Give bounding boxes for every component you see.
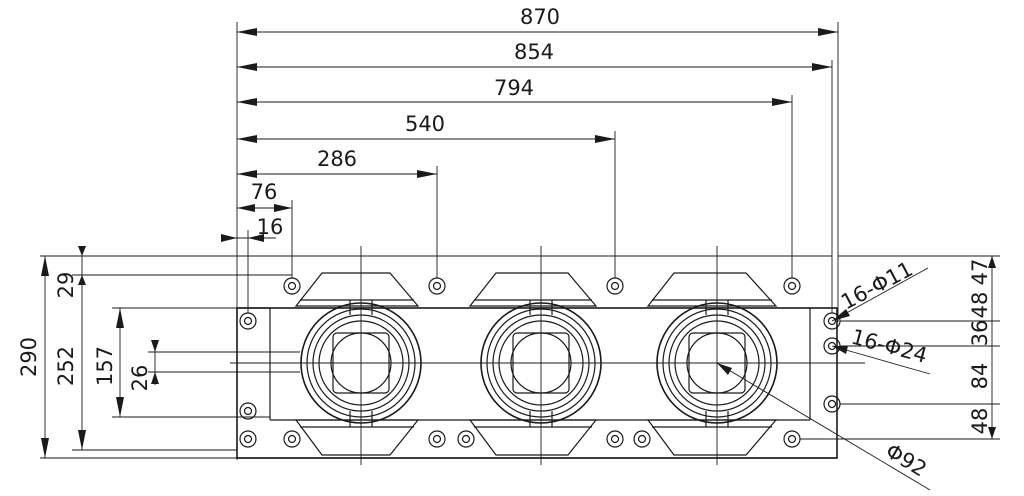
hole-bottom-4: [457, 430, 475, 448]
dim-290: 290: [17, 337, 41, 377]
dim-540: 540: [405, 112, 445, 136]
dim-26: 26: [128, 365, 152, 392]
dim-16: 16: [257, 215, 284, 239]
dim-47: 47: [968, 259, 992, 286]
hole-bottom-3: [428, 430, 446, 448]
hole-left-2: [239, 402, 257, 420]
left-dimension-lines: [40, 246, 832, 459]
dim-286: 286: [317, 147, 357, 171]
hole-bottom-2: [283, 430, 301, 448]
hole-bottom-7: [783, 430, 801, 448]
bottom-brackets: [294, 419, 778, 456]
hole-top-2: [428, 277, 446, 295]
dim-84: 84: [968, 363, 992, 390]
right-dimension-lines: [800, 255, 1000, 440]
callout-leaders: [716, 267, 931, 491]
dim-29: 29: [54, 272, 78, 299]
callout-large-holes: 16-Φ24: [849, 325, 930, 368]
hole-bottom-5: [606, 430, 624, 448]
callout-port-diameter: Φ92: [881, 439, 930, 482]
centre-lines: [230, 246, 865, 465]
hole-left-1: [239, 312, 257, 330]
dim-854: 854: [514, 40, 554, 64]
callout-small-holes: 16-Φ11: [837, 257, 917, 315]
right-dimension-labels: 47 48 36 84 48: [968, 259, 992, 435]
dim-870: 870: [520, 5, 560, 29]
dim-794: 794: [494, 76, 534, 100]
hole-top-1: [283, 277, 301, 295]
dim-48-bottom: 48: [968, 408, 992, 435]
dim-76: 76: [251, 180, 278, 204]
top-dimension-lines: [221, 22, 839, 460]
dim-36: 36: [968, 320, 992, 347]
base-plate: [236, 307, 838, 459]
hole-bottom-1: [239, 430, 257, 448]
dim-157: 157: [93, 346, 117, 386]
left-dimension-labels: 290 29 252 157 26: [17, 272, 152, 392]
callout-labels: 16-Φ11 16-Φ24 Φ92: [837, 257, 931, 482]
hole-bottom-6: [633, 430, 651, 448]
dim-48-top: 48: [968, 292, 992, 319]
top-dimension-labels: 870 854 794 540 286 76 16: [251, 5, 560, 239]
hole-top-3: [606, 277, 624, 295]
top-brackets: [294, 272, 778, 307]
dim-252: 252: [54, 346, 78, 386]
hole-top-4: [783, 277, 801, 295]
